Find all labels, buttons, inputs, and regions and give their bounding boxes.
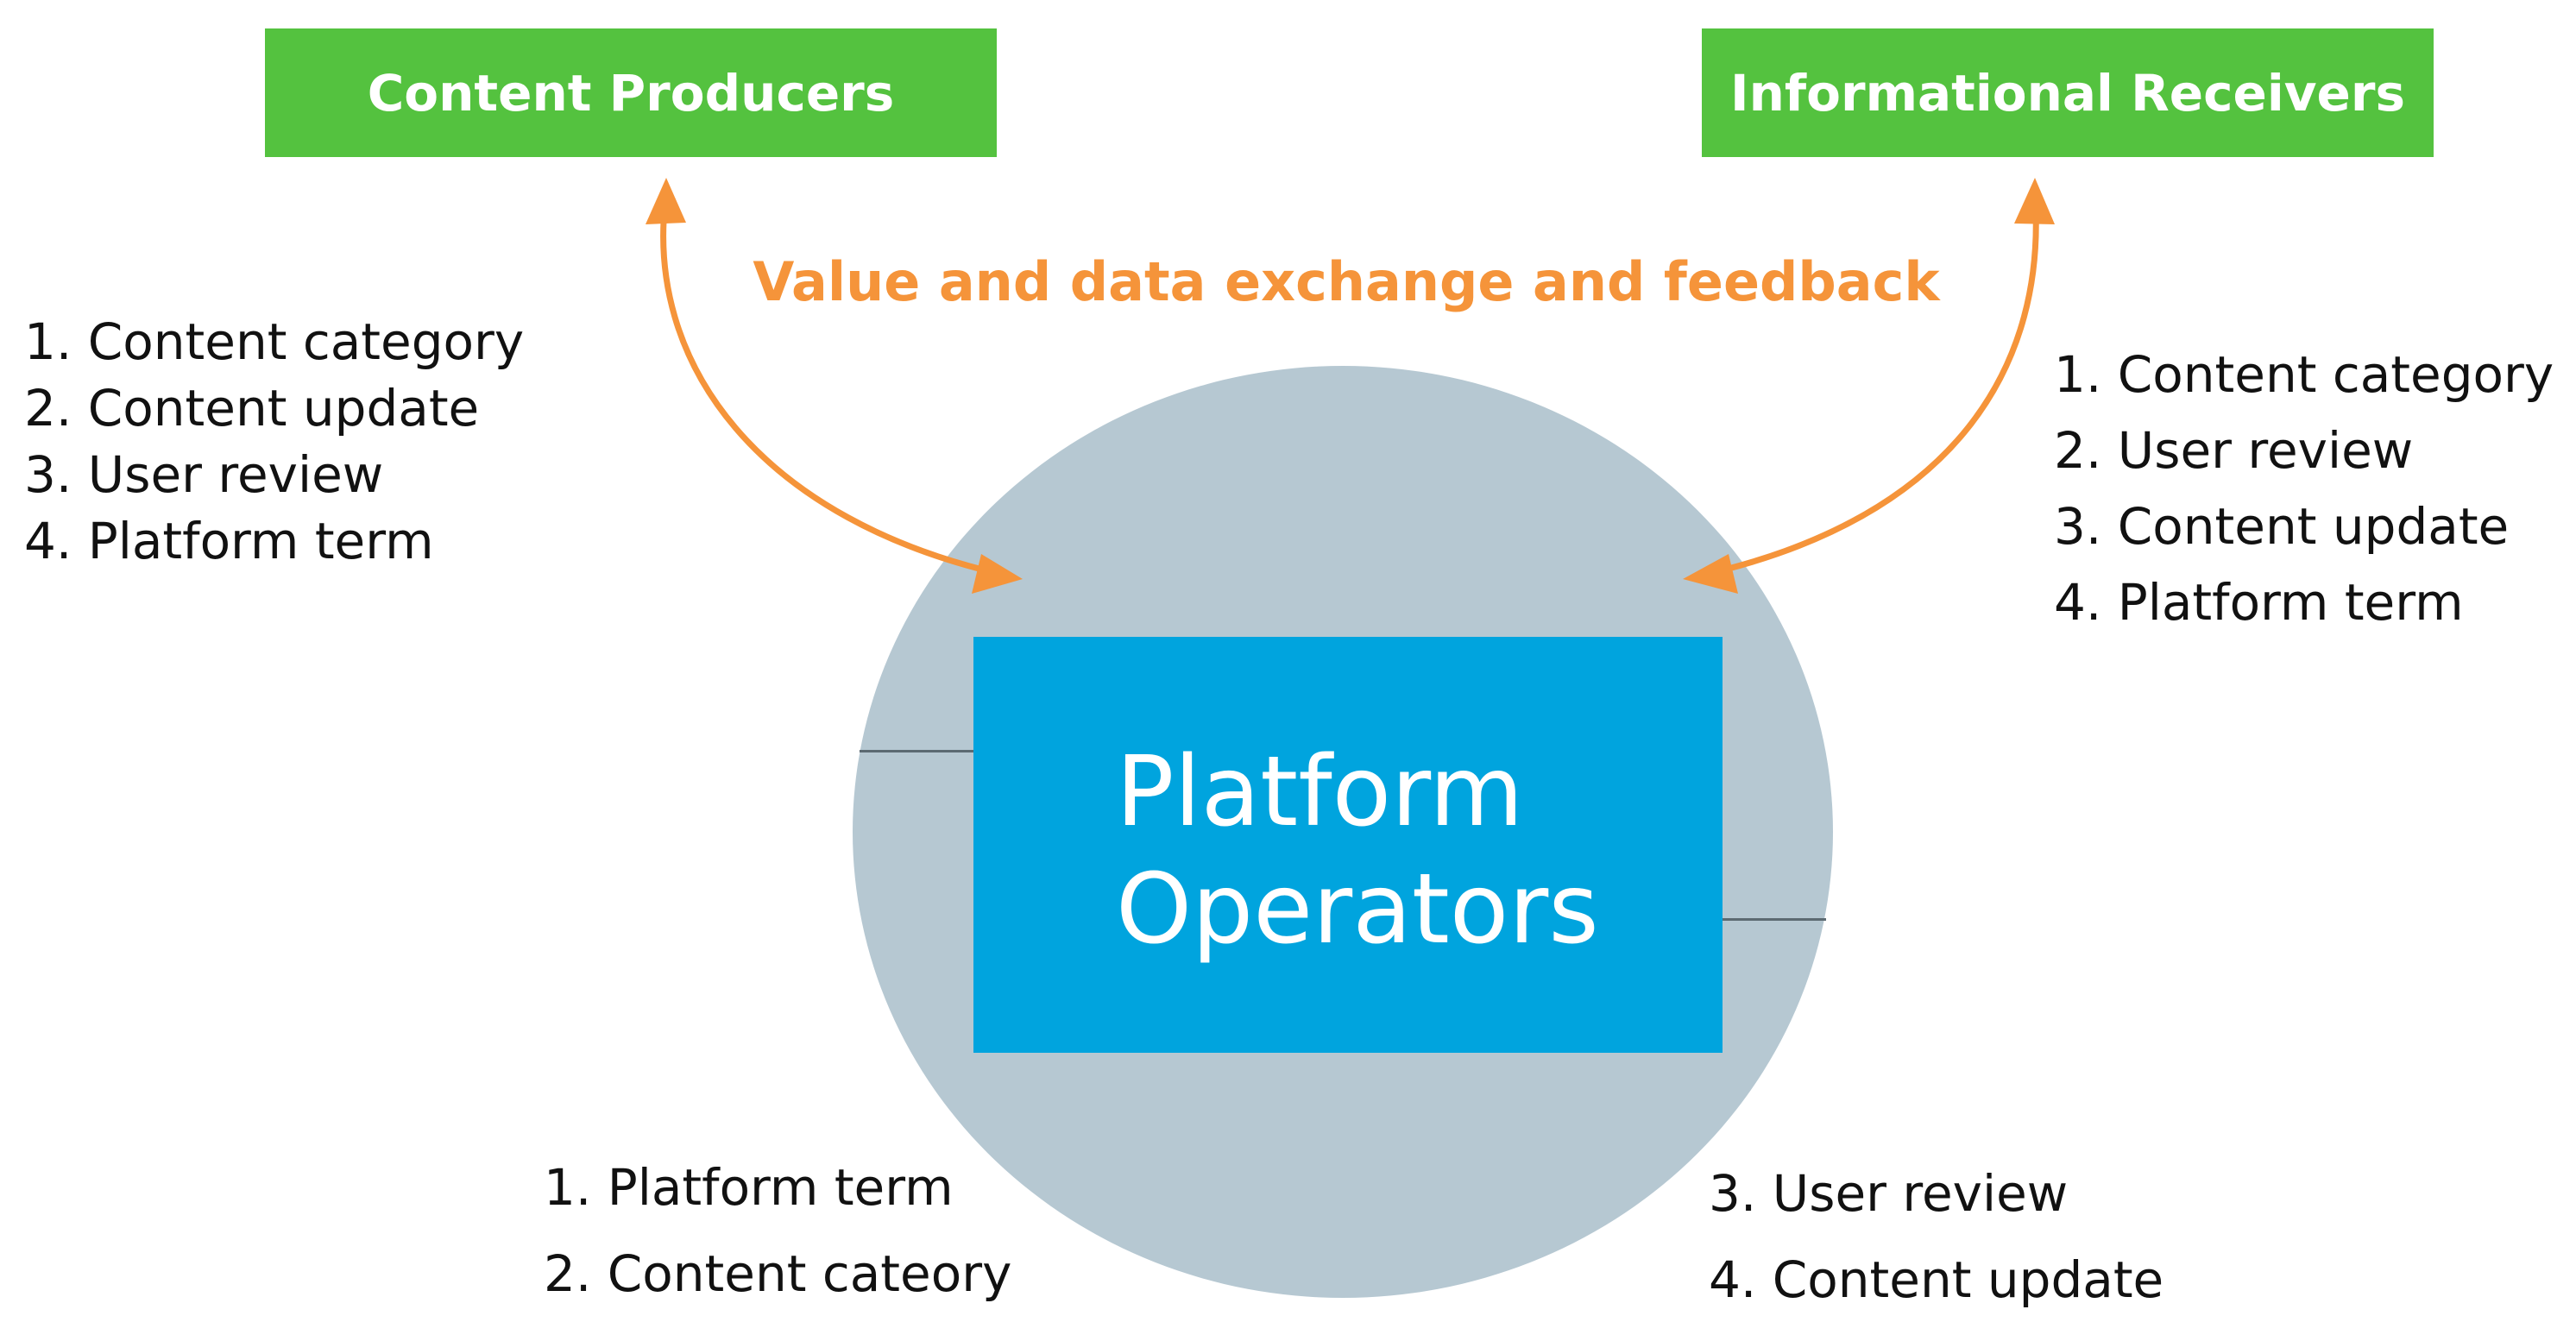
divider-line-left (860, 750, 973, 752)
receivers-list: 1. Content category 2. User review 3. Co… (2054, 337, 2554, 640)
list-item: 1. Platform term (544, 1158, 954, 1217)
arrow-producers-operators (646, 178, 1023, 594)
platform-operators-line-1: Platform (1116, 736, 1524, 848)
list-item: 4. Platform term (2054, 573, 2464, 632)
arrow-curve-right (1695, 193, 2039, 580)
informational-receivers-box: Informational Receivers (1702, 28, 2434, 157)
exchange-label: Value and data exchange and feedback (753, 250, 1940, 313)
divider-line-right (1723, 918, 1826, 921)
list-item: 4. Content update (1709, 1250, 2164, 1309)
list-item: 3. User review (24, 445, 384, 504)
list-item: 1. Content category (2054, 345, 2554, 404)
list-item: 2. User review (2054, 421, 2414, 480)
arrowhead-up-right (2014, 178, 2055, 224)
list-item: 3. User review (1709, 1164, 2069, 1223)
list-item: 3. Content update (2054, 497, 2510, 556)
list-item: 2. Content cateory (544, 1244, 1012, 1303)
operators-list-left: 1. Platform term 2. Content cateory (544, 1152, 1011, 1325)
operators-list-right: 3. User review 4. Content update (1709, 1158, 2163, 1331)
content-producers-box: Content Producers (265, 28, 997, 157)
arrow-curve-left (660, 193, 1012, 580)
arrowhead-down-left (972, 554, 1023, 594)
informational-receivers-label: Informational Receivers (1730, 63, 2405, 123)
arrow-receivers-operators (1683, 178, 2055, 594)
arrowhead-down-right (1683, 554, 1738, 594)
list-item: 2. Content update (24, 379, 480, 438)
content-producers-label: Content Producers (367, 63, 895, 123)
producers-list: 1. Content category 2. Content update 3.… (24, 309, 524, 575)
list-item: 4. Platform term (24, 512, 434, 570)
platform-operators-box: Platform Operators (973, 637, 1723, 1053)
list-item: 1. Content category (24, 312, 525, 371)
arrowhead-up-left (646, 178, 686, 224)
platform-operators-line-2: Operators (1116, 853, 1599, 966)
